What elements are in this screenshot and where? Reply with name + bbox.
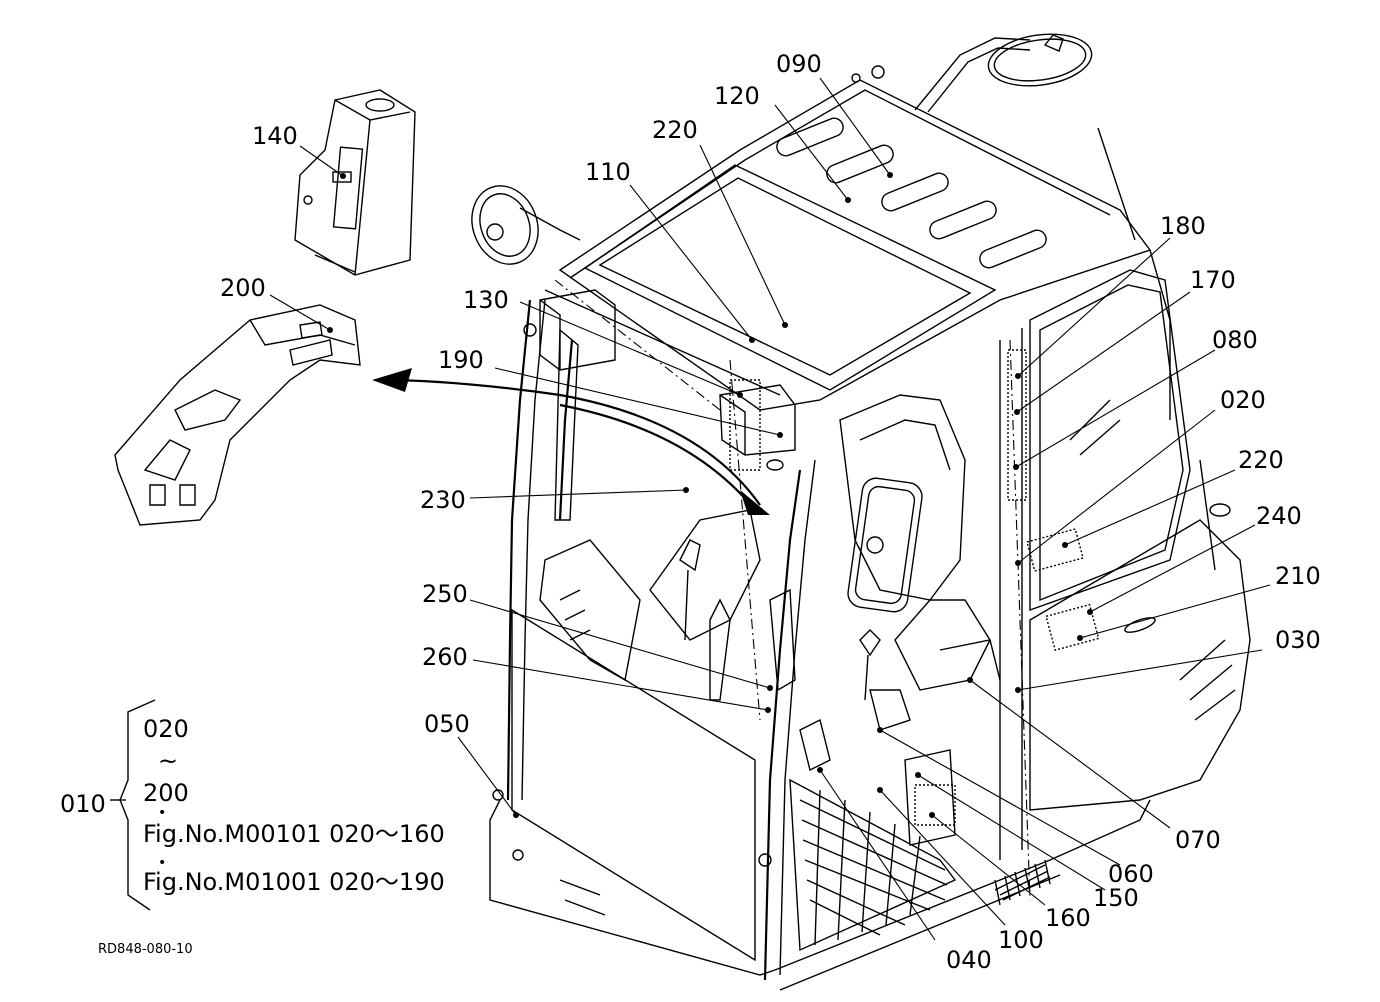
label-dots [327, 172, 1093, 818]
callout-label: 070 [1175, 826, 1221, 854]
wiper [558, 339, 574, 521]
rear-mirror-right [914, 33, 1093, 113]
exploded-arrow [394, 378, 761, 506]
callout-label: 080 [1212, 326, 1258, 354]
front-left-pillar [506, 299, 532, 801]
interior-light-box [719, 384, 796, 471]
rear-mirror-left [471, 185, 581, 265]
callout-label: 210 [1275, 562, 1321, 590]
roof-window [583, 164, 997, 391]
callout-label: 090 [776, 50, 822, 78]
callout-label: 200 [220, 274, 266, 302]
operator-seat [839, 394, 1001, 691]
callout-label: 250 [422, 580, 468, 608]
callout-label: 170 [1190, 266, 1236, 294]
callout-label: 220 [652, 116, 698, 144]
interior-mirror [847, 477, 923, 613]
bullet: • [158, 805, 167, 821]
callout-label: 030 [1275, 626, 1321, 654]
leader-lines [269, 77, 1271, 941]
fig-ref-2: Fig.No.M01001 020～190 [143, 868, 445, 896]
callout-label: 240 [1256, 502, 1302, 530]
callout-label: 130 [463, 286, 509, 314]
callout-label: 190 [438, 346, 484, 374]
callout-label: 260 [422, 643, 468, 671]
main-part-number: 010 [60, 790, 106, 818]
range-start: 020 [143, 715, 189, 743]
floor-mat-grid [799, 789, 948, 946]
left-console [539, 509, 761, 682]
bullet: • [158, 855, 167, 871]
wiper-motor-box [523, 289, 616, 371]
range-end: 200 [143, 779, 189, 807]
callout-label: 180 [1160, 212, 1206, 240]
callout-label: 020 [1220, 386, 1266, 414]
callout-label: 140 [252, 122, 298, 150]
callout-label: 120 [714, 82, 760, 110]
joysticks [679, 539, 911, 731]
callout-label: 050 [424, 710, 470, 738]
roof-vent-slots [776, 117, 1047, 269]
callout-label: 160 [1045, 904, 1091, 932]
callout-label: 220 [1238, 446, 1284, 474]
callout-label: 040 [946, 946, 992, 974]
fig-ref-1: Fig.No.M00101 020～160 [143, 820, 445, 848]
part-200-console-cover [114, 304, 361, 526]
front-lower-panel [511, 608, 756, 962]
right-door [1029, 269, 1191, 611]
callout-label: 230 [420, 486, 466, 514]
front-center-pillar [763, 469, 802, 981]
part-140-pillar-cover [294, 89, 416, 276]
range-tilde: ~ [158, 747, 179, 775]
callout-label: 150 [1093, 884, 1139, 912]
right-side-panel [1029, 519, 1251, 811]
callout-label: 100 [998, 926, 1044, 954]
floor-mat [789, 778, 957, 952]
vent-grille [994, 859, 1051, 906]
decal-areas [729, 349, 1100, 826]
callout-label: 060 [1108, 860, 1154, 888]
drawing-code: RD848-080-10 [98, 942, 193, 957]
callout-label: 110 [585, 158, 631, 186]
